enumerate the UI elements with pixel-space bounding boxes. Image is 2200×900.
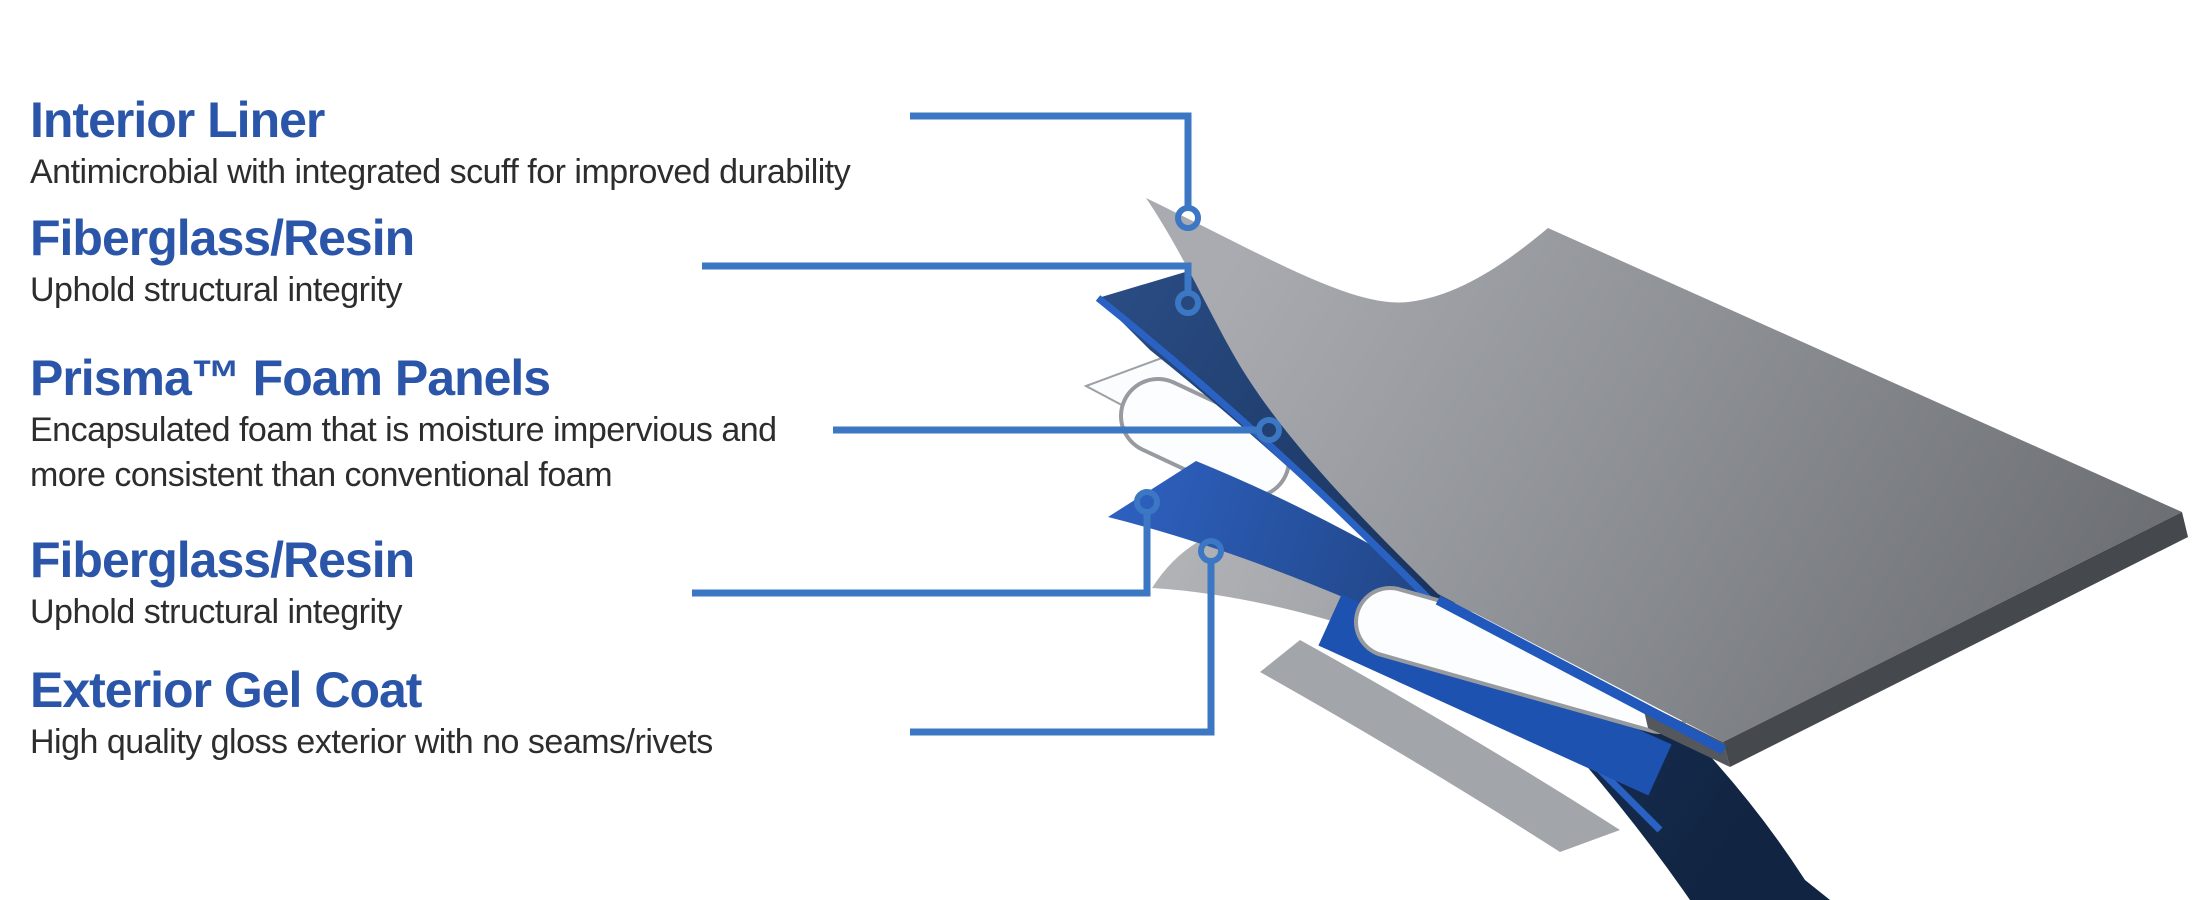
label-fiberglass-top: Fiberglass/Resin Uphold structural integ… <box>30 212 990 313</box>
point-marker-foam-panel <box>1256 417 1282 443</box>
label-description-line-1: Encapsulated foam that is moisture imper… <box>30 411 777 449</box>
label-description: Uphold structural integrity <box>30 271 403 309</box>
interior-liner-layer <box>1146 198 2182 742</box>
foam-panel-layer <box>1123 381 1287 495</box>
label-fiberglass-bottom: Fiberglass/Resin Uphold structural integ… <box>30 534 990 635</box>
label-exterior-gel-coat: Exterior Gel Coat High quality gloss ext… <box>30 664 990 765</box>
label-heading: Prisma™ Foam Panels <box>30 350 551 406</box>
label-heading: Exterior Gel Coat <box>30 662 422 718</box>
fiberglass-top-front-stripe <box>1435 595 1727 755</box>
label-description: Antimicrobial with integrated scuff for … <box>30 153 851 191</box>
leader-lines <box>692 112 1282 736</box>
label-interior-liner: Interior Liner Antimicrobial with integr… <box>30 94 990 195</box>
label-description-line-2: more consistent than conventional foam <box>30 456 613 494</box>
leader-line-fiberglass-bottom <box>692 513 1151 597</box>
leader-line-exterior-gel-coat <box>910 562 1215 736</box>
label-heading: Interior Liner <box>30 92 325 148</box>
point-marker-exterior-gel-coat <box>1198 538 1224 564</box>
interior-liner-right-edge <box>1723 512 2188 767</box>
leader-line-fiberglass-top <box>702 262 1192 292</box>
point-marker-fiberglass-bottom <box>1134 489 1160 515</box>
label-description: High quality gloss exterior with no seam… <box>30 723 713 761</box>
sandwich-shadow <box>1260 640 1620 852</box>
label-heading: Fiberglass/Resin <box>30 532 415 588</box>
point-marker-fiberglass-top <box>1175 290 1201 316</box>
point-marker-interior-liner <box>1175 205 1201 231</box>
label-heading: Fiberglass/Resin <box>30 210 415 266</box>
leader-line-interior-liner <box>910 112 1192 207</box>
label-description: Uphold structural integrity <box>30 593 403 631</box>
label-prisma-foam-panels: Prisma™ Foam Panels Encapsulated foam th… <box>30 352 990 498</box>
